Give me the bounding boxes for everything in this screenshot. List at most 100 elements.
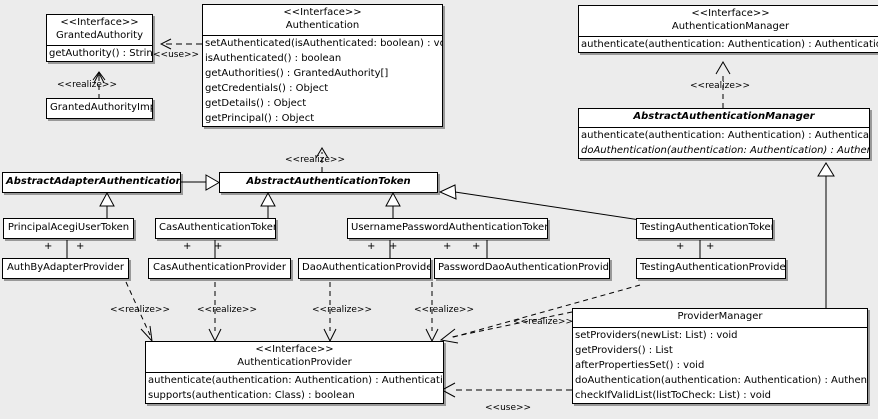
association-mark: + [706, 241, 715, 252]
operation: setAuthenticated(isAuthenticated: boolea… [205, 38, 443, 49]
stereotype-label: <<Interface>> [691, 8, 770, 19]
operation: supports(authentication: Class) : boolea… [148, 390, 355, 401]
label-use-granted-authority: <<use>> [153, 50, 200, 60]
class-name: CasAuthenticationToken [159, 222, 276, 233]
operations-compartment: authenticate(authentication: Authenticat… [579, 126, 870, 158]
class-abstract-authentication-token[interactable]: AbstractAuthenticationToken [219, 172, 438, 193]
stereotype-label: <<Interface>> [283, 7, 362, 18]
class-provider-manager[interactable]: ProviderManager setProviders(newList: Li… [572, 308, 868, 404]
class-header: AbstractAuthenticationToken [220, 173, 437, 192]
class-name: AuthenticationManager [671, 20, 790, 32]
association-mark: + [44, 241, 53, 252]
operation: authenticate(authentication: Authenticat… [148, 375, 444, 386]
class-authentication[interactable]: <<Interface>> Authentication setAuthenti… [202, 4, 443, 127]
class-testing-authentication-provider[interactable]: TestingAuthenticationProvider [636, 258, 786, 279]
class-authentication-manager[interactable]: <<Interface>> AuthenticationManager auth… [578, 5, 878, 53]
class-abstract-authentication-manager[interactable]: AbstractAuthenticationManager authentica… [578, 108, 870, 159]
operation: getPrincipal() : Object [205, 113, 315, 124]
association-mark: + [76, 241, 85, 252]
class-principal-acegi-user-token[interactable]: PrincipalAcegiUserToken [3, 218, 134, 239]
class-granted-authority[interactable]: <<Interface>> GrantedAuthority getAuthor… [46, 14, 153, 62]
class-header: PrincipalAcegiUserToken [4, 219, 133, 238]
operation: setProviders(newList: List) : void [575, 329, 738, 341]
stereotype-label: <<Interface>> [255, 344, 334, 355]
class-header: UsernamePasswordAuthenticationToken [348, 219, 547, 238]
class-name: GrantedAuthorityImpl [50, 102, 153, 113]
label-realize-auth-by-adapter: <<realize>> [110, 305, 170, 315]
label-realize-abstract-authentication-token: <<realize>> [285, 155, 345, 165]
operations-compartment: authenticate(authentication: Authenticat… [579, 36, 878, 52]
operations-compartment: getAuthority() : String [47, 45, 152, 61]
association-mark: + [676, 241, 685, 252]
operations-compartment: setProviders(newList: List) : void getPr… [573, 326, 868, 403]
operation: getProviders() : List [575, 344, 673, 356]
operation: doAuthentication(authentication: Authent… [581, 144, 869, 156]
operation: getAuthority() : String [49, 48, 153, 59]
class-name: AuthByAdapterProvider [6, 262, 125, 273]
class-name: GrantedAuthority [55, 29, 144, 41]
class-header: DaoAuthenticationProvider [299, 259, 430, 278]
class-header: AbstractAdapterAuthenticationToken [3, 173, 180, 192]
class-name: AbstractAuthenticationToken [246, 176, 411, 187]
class-name: AbstractAuthenticationManager [633, 111, 815, 122]
label-realize-granted-authority-impl: <<realize>> [57, 80, 117, 90]
class-authentication-provider[interactable]: <<Interface>> AuthenticationProvider aut… [145, 341, 444, 404]
class-name: AbstractAdapterAuthenticationToken [6, 176, 181, 187]
operation: authenticate(authentication: Authenticat… [581, 39, 878, 50]
class-cas-authentication-provider[interactable]: CasAuthenticationProvider [148, 258, 291, 279]
operation: doAuthentication(authentication: Authent… [575, 374, 868, 386]
class-auth-by-adapter-provider[interactable]: AuthByAdapterProvider [2, 258, 129, 279]
class-abstract-adapter-authentication-token[interactable]: AbstractAdapterAuthenticationToken [2, 172, 181, 193]
class-header: GrantedAuthorityImpl [47, 99, 152, 118]
class-header: <<Interface>> GrantedAuthority [47, 15, 152, 45]
label-realize-cas-provider: <<realize>> [197, 305, 257, 315]
association-mark: + [183, 241, 192, 252]
class-header: CasAuthenticationProvider [149, 259, 290, 278]
label-realize-password-dao-provider: <<realize>> [414, 305, 474, 315]
association-mark: + [472, 241, 481, 252]
class-name: ProviderManager [677, 311, 763, 322]
label-use-provider-manager: <<use>> [485, 403, 532, 413]
class-name: UsernamePasswordAuthenticationToken [351, 222, 548, 233]
class-header: CasAuthenticationToken [156, 219, 275, 238]
class-granted-authority-impl[interactable]: GrantedAuthorityImpl [46, 98, 153, 119]
operation: getDetails() : Object [205, 98, 307, 109]
class-dao-authentication-provider[interactable]: DaoAuthenticationProvider [298, 258, 431, 279]
operations-compartment: authenticate(authentication: Authenticat… [146, 372, 443, 403]
label-realize-provider-manager: <<realize>> [513, 317, 573, 327]
operation: afterPropertiesSet() : void [575, 359, 705, 371]
association-mark: + [367, 241, 376, 252]
class-testing-authentication-token[interactable]: TestingAuthenticationToken [636, 218, 773, 239]
class-name: DaoAuthenticationProvider [302, 262, 431, 273]
operations-compartment: setAuthenticated(isAuthenticated: boolea… [203, 35, 442, 126]
label-realize-abstract-authentication-manager: <<realize>> [690, 81, 750, 91]
class-username-password-authentication-token[interactable]: UsernamePasswordAuthenticationToken [347, 218, 548, 239]
class-name: PrincipalAcegiUserToken [7, 222, 130, 233]
association-mark: + [389, 241, 398, 252]
class-header: AbstractAuthenticationManager [579, 109, 869, 127]
class-header: TestingAuthenticationToken [637, 219, 772, 238]
class-name: AuthenticationProvider [237, 356, 352, 368]
label-realize-dao-provider: <<realize>> [312, 305, 372, 315]
class-header: <<Interface>> AuthenticationProvider [146, 342, 443, 372]
operation: authenticate(authentication: Authenticat… [581, 129, 870, 141]
class-header: TestingAuthenticationProvider [637, 259, 785, 278]
class-name: TestingAuthenticationProvider [640, 262, 786, 273]
class-name: TestingAuthenticationToken [640, 222, 773, 233]
stereotype-label: <<Interface>> [60, 17, 139, 28]
class-header: AuthByAdapterProvider [3, 259, 128, 278]
class-name: PasswordDaoAuthenticationProvider [438, 262, 610, 273]
class-name: Authentication [285, 19, 360, 31]
operation: getCredentials() : Object [205, 83, 329, 94]
class-password-dao-authentication-provider[interactable]: PasswordDaoAuthenticationProvider [434, 258, 610, 279]
class-header: PasswordDaoAuthenticationProvider [435, 259, 609, 278]
operation: checkIfValidList(listToCheck: List) : vo… [575, 389, 772, 401]
class-header: <<Interface>> AuthenticationManager [579, 6, 878, 36]
class-name: CasAuthenticationProvider [153, 262, 286, 273]
class-cas-authentication-token[interactable]: CasAuthenticationToken [155, 218, 276, 239]
operation: isAuthenticated() : boolean [205, 53, 342, 64]
association-mark: + [214, 241, 223, 252]
association-mark: + [443, 241, 452, 252]
class-header: ProviderManager [573, 309, 867, 327]
